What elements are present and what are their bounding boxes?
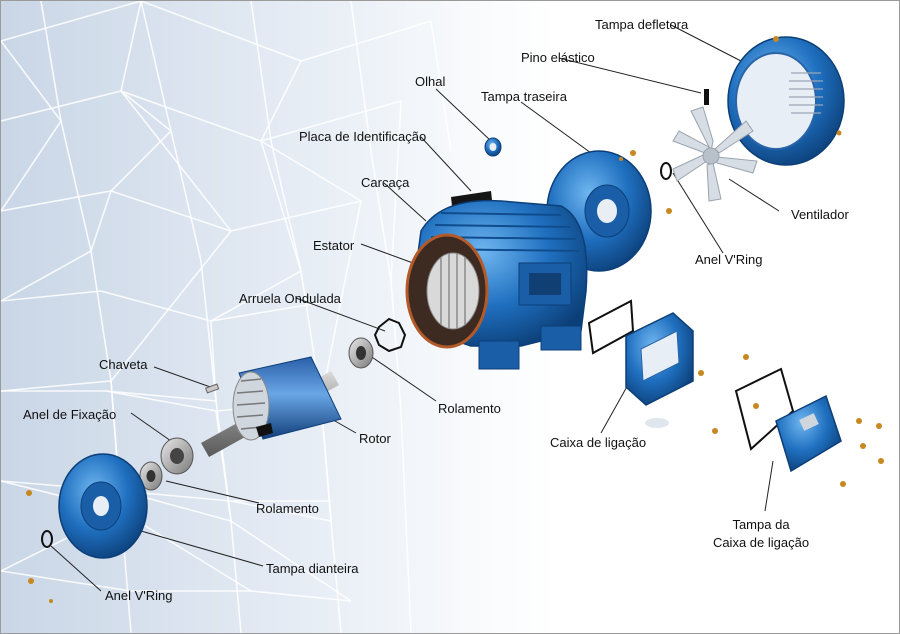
lifting-eye-part	[484, 137, 502, 157]
label-front-endshield: Tampa dianteira	[266, 561, 359, 576]
terminal-box-cover-part	[734, 367, 884, 487]
label-key: Chaveta	[99, 357, 148, 372]
retaining-ring-part	[160, 437, 194, 475]
wave-washer-part	[373, 317, 407, 353]
fan-part	[672, 106, 758, 202]
front-vring-part	[41, 530, 53, 548]
label-fan-cover: Tampa defletora	[595, 17, 689, 32]
label-frame: Carcaça	[361, 175, 410, 190]
label-stator: Estator	[313, 238, 355, 253]
label-spring-pin: Pino elástico	[521, 50, 595, 65]
label-wave-washer: Arruela Ondulada	[239, 291, 341, 306]
front-bearing-part	[139, 461, 163, 491]
motor-frame-part	[405, 199, 588, 370]
rotor-part	[201, 356, 342, 457]
key-part	[205, 383, 220, 394]
terminal-box-part	[587, 299, 759, 434]
label-retaining-ring: Anel de Fixação	[23, 407, 117, 422]
label-rear-bearing: Rolamento	[438, 401, 501, 416]
label-rear-vring: Anel V'Ring	[695, 252, 763, 267]
label-front-vring: Anel V'Ring	[105, 588, 173, 603]
leader-lines	[50, 24, 780, 592]
wireframe-sphere-background	[1, 1, 452, 633]
label-fan: Ventilador	[791, 207, 849, 222]
label-rear-endshield: Tampa traseira	[481, 89, 567, 104]
label-terminal-box-cover-line2: Caixa de ligação	[712, 535, 810, 550]
label-terminal-box: Caixa de ligação	[550, 435, 647, 450]
label-front-bearing: Rolamento	[256, 501, 319, 516]
label-terminal-box-cover-line1: Tampa da	[732, 517, 790, 532]
fan-cover-part	[727, 36, 845, 166]
rear-vring-part	[660, 162, 672, 180]
label-nameplate: Placa de Identificação	[299, 129, 427, 144]
spring-pin-part	[704, 89, 709, 105]
front-endshield-part	[26, 453, 148, 603]
label-lifting-eye: Olhal	[415, 74, 446, 89]
label-rotor: Rotor	[359, 431, 391, 446]
rear-bearing-part	[348, 337, 374, 369]
